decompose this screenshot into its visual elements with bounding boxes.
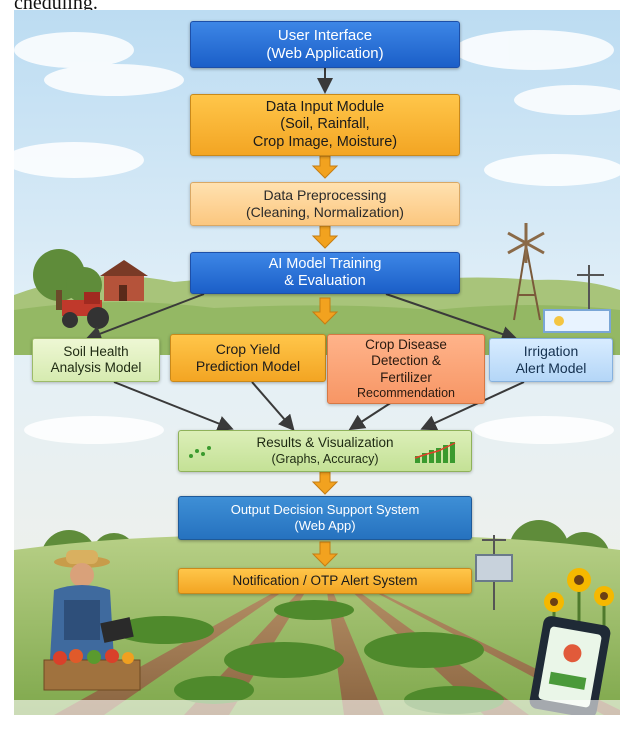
node-user-interface-label: User Interface (Web Application) [266,26,384,62]
node-decision-support-label: Output Decision Support System (Web App) [230,502,420,533]
arrow-yield-results [251,381,295,432]
crop-rows [54,570,620,715]
bar-chart-icon [414,442,456,463]
arrow-train-soil [85,293,205,342]
node-crop-yield: Crop Yield Prediction Model [170,334,326,382]
smartphone [529,616,611,715]
node-irrigation-label: Irrigation Alert Model [515,343,587,376]
node-crop-yield-label: Crop Yield Prediction Model [195,341,301,374]
arrow-disease-results [348,401,393,431]
node-notification: Notification / OTP Alert System [178,568,472,594]
node-crop-disease-label: Crop Disease Detection & Fertilizer [365,337,447,385]
node-irrigation: Irrigation Alert Model [489,338,613,382]
diagram-canvas: User Interface (Web Application) Data In… [14,10,620,715]
node-data-input-label: Data Input Module (Soil, Rainfall, Crop … [252,98,398,150]
node-data-preprocessing-label: Data Preprocessing (Cleaning, Normalizat… [246,187,404,220]
node-results-label: Results & Visualization [256,435,394,451]
node-ai-training-label: AI Model Training & Evaluation [268,255,382,289]
node-crop-disease: Crop Disease Detection & Fertilizer Reco… [327,334,485,404]
tractor [62,292,109,329]
arrow-dss-notify [311,541,339,567]
arrow-prep-train [311,225,339,249]
sensor-station [475,535,513,610]
arrow-results-dss [311,471,339,495]
arrow-train-irrigation [385,293,518,342]
arrow-soil-results [113,381,234,432]
weather-station [543,265,611,333]
node-data-preprocessing: Data Preprocessing (Cleaning, Normalizat… [190,182,460,226]
clouds [14,30,620,444]
node-user-interface: User Interface (Web Application) [190,21,460,68]
node-ai-training: AI Model Training & Evaluation [190,252,460,294]
farmer [50,550,134,660]
scatter-plot-icon [189,446,211,458]
node-results-sublabel: (Graphs, Accuracy) [271,451,379,466]
arrow-train-yield [311,297,339,325]
node-data-input: Data Input Module (Soil, Rainfall, Crop … [190,94,460,156]
farmhouse [100,260,148,301]
node-crop-disease-sublabel: Recommendation [357,385,455,400]
node-soil-health: Soil Health Analysis Model [32,338,160,382]
node-soil-health-label: Soil Health Analysis Model [50,343,142,375]
arrow-input-prep [311,155,339,179]
vegetable-crate [43,649,141,691]
windmill [507,223,545,321]
node-decision-support: Output Decision Support System (Web App) [178,496,472,540]
node-notification-label: Notification / OTP Alert System [232,572,418,588]
arrow-irrigation-results [420,381,525,431]
flow-arrows [85,68,525,567]
node-results: Results & Visualization (Graphs, Accurac… [178,430,472,472]
